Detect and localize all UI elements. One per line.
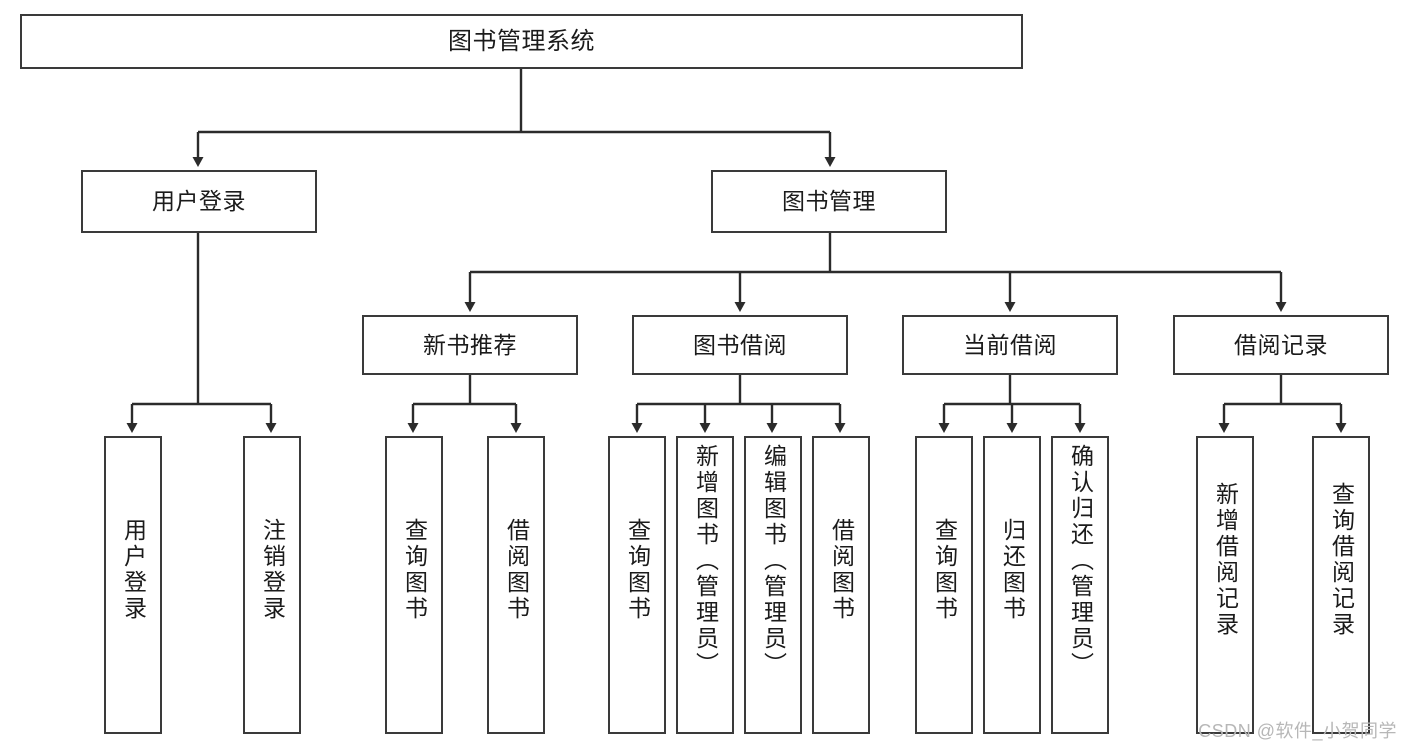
node-book-borrow[interactable]: 图书借阅 (632, 315, 848, 375)
node-label: 编辑图书（管理员） (760, 444, 787, 678)
node-label: 用户登录 (152, 188, 246, 215)
leaf-query-book-current[interactable]: 查询图书 (915, 436, 973, 734)
node-label: 查询借阅记录 (1328, 482, 1355, 638)
node-label: 注销登录 (259, 518, 286, 622)
node-label: 图书管理 (782, 188, 876, 215)
leaf-query-book-borrow[interactable]: 查询图书 (608, 436, 666, 734)
node-label: 用户登录 (120, 518, 147, 622)
leaf-query-book-recommend[interactable]: 查询图书 (385, 436, 443, 734)
node-label: 查询图书 (624, 518, 651, 622)
node-borrow-record[interactable]: 借阅记录 (1173, 315, 1389, 375)
leaf-add-book-admin[interactable]: 新增图书（管理员） (676, 436, 734, 734)
node-label: 图书管理系统 (448, 27, 595, 55)
leaf-confirm-return-admin[interactable]: 确认归还（管理员） (1051, 436, 1109, 734)
leaf-add-borrow-record[interactable]: 新增借阅记录 (1196, 436, 1254, 734)
node-user-login[interactable]: 用户登录 (81, 170, 317, 233)
node-current-borrow[interactable]: 当前借阅 (902, 315, 1118, 375)
leaf-user-login[interactable]: 用户登录 (104, 436, 162, 734)
node-label: 图书借阅 (693, 331, 787, 358)
leaf-logout[interactable]: 注销登录 (243, 436, 301, 734)
watermark: CSDN @软件_小贺同学 (1198, 721, 1397, 741)
leaf-return-book[interactable]: 归还图书 (983, 436, 1041, 734)
node-book-management[interactable]: 图书管理 (711, 170, 947, 233)
leaf-borrow-book-recommend[interactable]: 借阅图书 (487, 436, 545, 734)
node-label: 借阅图书 (503, 518, 530, 622)
leaf-edit-book-admin[interactable]: 编辑图书（管理员） (744, 436, 802, 734)
node-new-book-recommend[interactable]: 新书推荐 (362, 315, 578, 375)
node-label: 确认归还（管理员） (1067, 444, 1094, 678)
node-label: 查询图书 (931, 518, 958, 622)
node-label: 新增图书（管理员） (692, 444, 719, 678)
node-label: 借阅图书 (828, 518, 855, 622)
node-label: 新增借阅记录 (1212, 482, 1239, 638)
leaf-query-borrow-record[interactable]: 查询借阅记录 (1312, 436, 1370, 734)
node-label: 归还图书 (999, 518, 1026, 622)
node-label: 查询图书 (401, 518, 428, 622)
node-label: 当前借阅 (963, 331, 1057, 358)
node-label: 新书推荐 (423, 331, 517, 358)
leaf-borrow-book[interactable]: 借阅图书 (812, 436, 870, 734)
node-root-book-management-system[interactable]: 图书管理系统 (20, 14, 1023, 69)
node-label: 借阅记录 (1234, 331, 1328, 358)
